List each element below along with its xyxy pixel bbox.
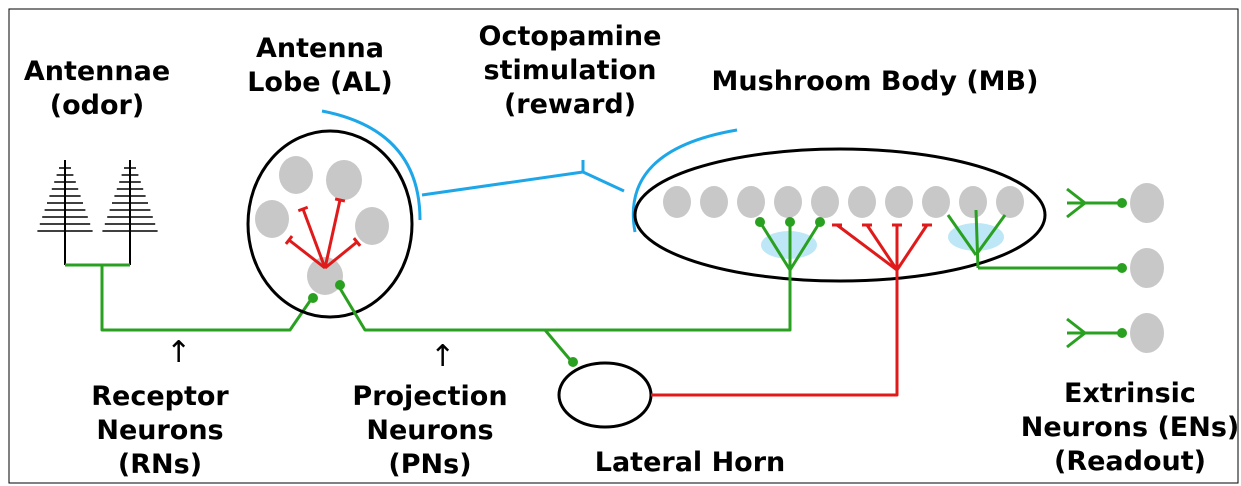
en-dot [1117,328,1127,338]
inhibitory-terminal [335,199,345,201]
kenyon-cell [885,186,913,218]
mushroom-body-outline [635,149,1045,281]
pn-lh-branch [545,330,572,362]
kenyon-cell [774,186,802,218]
kenyon-cell [663,186,691,218]
pn-axon [338,270,790,330]
kenyon-cell [811,186,839,218]
up-arrow-pn: ↑ [430,342,455,372]
en-dot [1117,263,1127,273]
extrinsic-neuron [1130,248,1164,288]
lh-inhibitory-axon [651,270,897,395]
en-dot [1117,198,1127,208]
glomerulus [326,160,362,200]
glomerulus [255,200,289,238]
lh-kc-branch [867,225,897,270]
pn-kc-dot [755,217,765,227]
kenyon-cell [959,186,987,218]
lh-kc-branch [837,225,897,270]
extrinsic-neuron [1130,313,1164,353]
pn-kc-dot [785,217,795,227]
lateral-horn-label: Lateral Horn [570,446,810,480]
octopamine-arc-mb [633,130,737,232]
kenyon-cell [996,186,1024,218]
kenyon-cell [922,186,950,218]
extrinsic-neuron [1130,183,1164,223]
inhibitory-terminal [298,207,307,210]
antennae-label: Antennae(odor) [22,55,172,123]
mushroom-body-label: Mushroom Body (MB) [690,65,1060,99]
pn-dot [335,280,345,290]
glomerulus [355,207,389,245]
rn-synapse-dot [308,293,318,303]
kenyon-cell [700,186,728,218]
kc-en-stem [976,210,978,268]
kenyon-cell [737,186,765,218]
lh-kc-branch [897,225,927,270]
lateral-horn-outline [559,363,651,427]
octopamine-branch [422,172,624,195]
glomerulus [279,156,313,194]
pn-kc-dot [815,217,825,227]
kenyon-cell [848,186,876,218]
up-arrow-rn: ↑ [166,338,191,368]
pn-lh-dot [568,357,578,367]
